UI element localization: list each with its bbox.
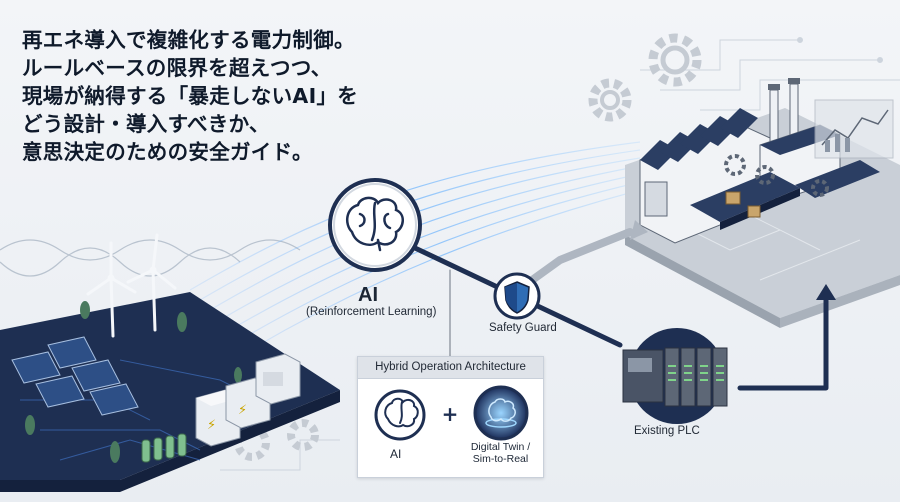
plc-label: Existing PLC <box>634 425 700 437</box>
headline: 再エネ導入で複雑化する電力制御。 ルールベースの限界を超えつつ、 現場が納得する… <box>22 26 442 166</box>
headline-line: 意思決定のための安全ガイド。 <box>22 140 313 164</box>
safety-guard-label: Safety Guard <box>489 322 557 334</box>
ai-label: AI <box>358 284 378 306</box>
dashboard-panel <box>814 99 894 159</box>
wind-turbine-icon <box>86 241 137 338</box>
digital-twin-label-line: Digital Twin / <box>470 441 531 453</box>
factory-gear-icon <box>724 154 829 197</box>
hybrid-architecture-header: Hybrid Operation Architecture <box>358 357 543 379</box>
headline-line: どう設計・導入すべきか、 <box>22 112 270 136</box>
hybrid-architecture-graphic: + <box>374 385 529 441</box>
brain-icon <box>345 196 404 252</box>
tree-icon <box>25 301 242 463</box>
svg-text:⚡: ⚡ <box>238 403 247 418</box>
battery-storage: ⚡ ⚡ <box>195 353 301 447</box>
svg-text:⚡: ⚡ <box>207 418 216 433</box>
hybrid-architecture-card: Hybrid Operation Architecture + AI Digit… <box>357 356 544 478</box>
ai-sublabel: (Reinforcement Learning) <box>306 306 437 318</box>
conveyor-belt <box>690 160 880 230</box>
shield-icon <box>493 272 541 320</box>
energy-waves <box>0 239 301 277</box>
brain-icon <box>384 397 419 428</box>
hybrid-ai-badge <box>374 389 426 441</box>
headline-line: 再エネ導入で複雑化する電力制御。 <box>22 28 355 52</box>
battery-cells <box>141 433 187 463</box>
hybrid-digital-twin-label: Digital Twin / Sim-to-Real <box>458 441 543 465</box>
plus-sign: + <box>442 402 459 426</box>
digital-twin-icon <box>473 385 529 441</box>
gear-icon <box>588 78 632 122</box>
hybrid-ai-label: AI <box>390 447 402 461</box>
solar-panel-array <box>11 336 139 416</box>
headline-line: 現場が納得する「暴走しないAI」を <box>22 84 359 108</box>
wind-turbine-icon <box>126 233 177 332</box>
gear-icon <box>648 33 702 87</box>
sim-to-real-label-line: Sim-to-Real <box>472 453 529 465</box>
plc-device <box>622 328 728 424</box>
gear-icon <box>234 419 319 461</box>
headline-line: ルールベースの限界を超えつつ、 <box>22 56 332 80</box>
